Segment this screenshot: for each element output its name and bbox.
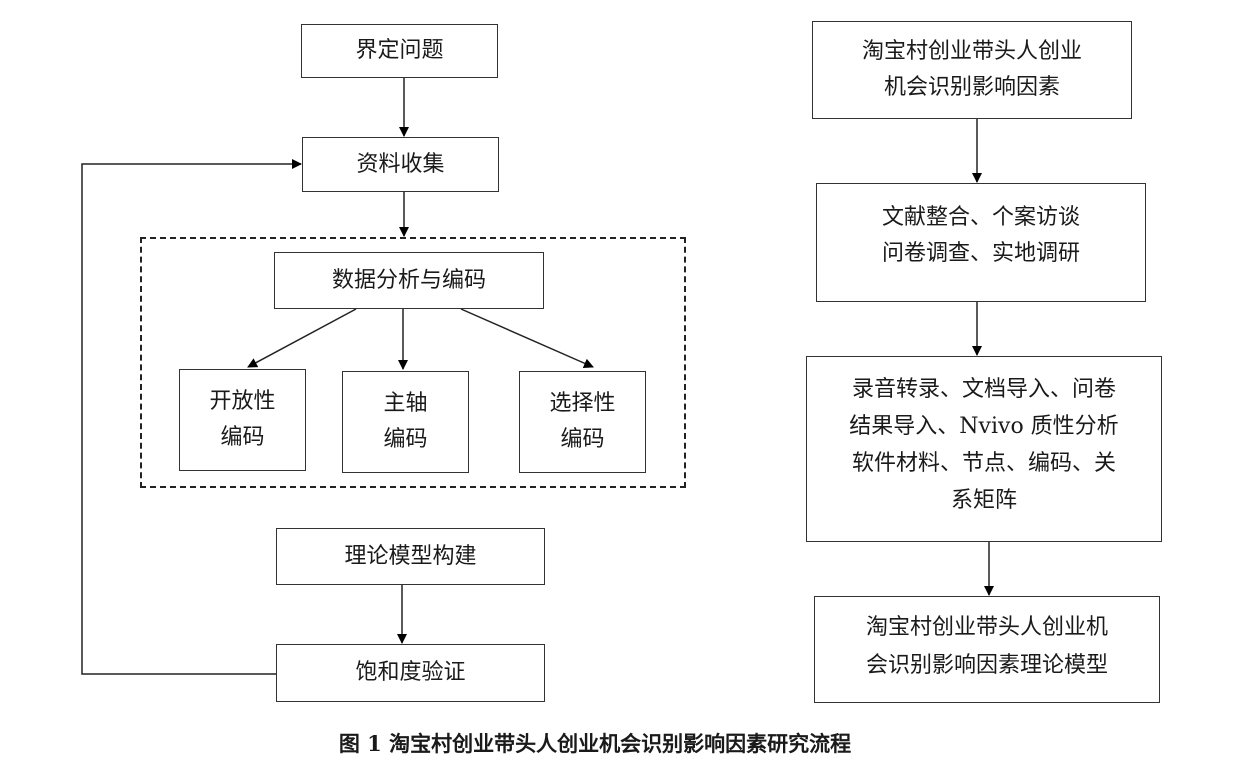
selective-coding-box: 选择性 编码	[519, 371, 646, 473]
research-methods-box: 文献整合、个案访谈 问卷调查、实地调研	[816, 183, 1146, 302]
axial-coding-box: 主轴 编码	[342, 371, 469, 473]
model-building-label: 理论模型构建	[344, 543, 477, 569]
analysis-group-container	[140, 237, 686, 488]
axial-coding-label-line2: 编码	[383, 427, 428, 452]
research-topic-line1: 淘宝村创业带头人创业	[861, 39, 1082, 64]
research-topic-box: 淘宝村创业带头人创业 机会识别影响因素	[812, 21, 1132, 119]
analysis-coding-label: 数据分析与编码	[331, 267, 486, 293]
open-coding-label-line2: 编码	[220, 425, 265, 450]
theoretical-model-box: 淘宝村创业带头人创业机 会识别影响因素理论模型	[814, 596, 1160, 703]
selective-coding-label-line1: 选择性	[549, 391, 616, 416]
research-methods-line1: 文献整合、个案访谈	[881, 205, 1080, 230]
define-problem-label: 界定问题	[355, 38, 444, 63]
theoretical-model-line2: 会识别影响因素理论模型	[865, 653, 1108, 678]
saturation-test-box: 饱和度验证	[276, 644, 545, 702]
axial-coding-label-line1: 主轴	[383, 391, 428, 416]
analysis-coding-box: 数据分析与编码	[274, 252, 544, 309]
data-processing-line1: 录音转录、文档导入、问卷	[851, 377, 1116, 402]
arrow-analysis-to-open	[247, 308, 357, 368]
define-problem-box: 界定问题	[301, 24, 498, 78]
research-topic-line2: 机会识别影响因素	[883, 75, 1060, 100]
data-collection-box: 资料收集	[302, 137, 499, 192]
theoretical-model-line1: 淘宝村创业带头人创业机	[865, 615, 1108, 640]
saturation-test-label: 饱和度验证	[355, 660, 466, 685]
arrow-analysis-to-selective	[460, 308, 594, 368]
data-collection-label: 资料收集	[356, 151, 445, 177]
research-methods-line2: 问卷调查、实地调研	[881, 241, 1080, 266]
open-coding-label-line1: 开放性	[209, 389, 276, 414]
model-building-box: 理论模型构建	[276, 528, 545, 585]
data-processing-line2: 结果导入、Nvivo 质性分析	[849, 414, 1119, 439]
open-coding-box: 开放性 编码	[179, 369, 306, 471]
selective-coding-label-line2: 编码	[560, 427, 605, 452]
figure-caption: 图 1 淘宝村创业带头人创业机会识别影响因素研究流程	[338, 731, 852, 756]
data-processing-box: 录音转录、文档导入、问卷 结果导入、Nvivo 质性分析 软件材料、节点、编码、…	[806, 356, 1162, 542]
feedback-loop-arrow	[81, 159, 302, 675]
data-processing-line3: 软件材料、节点、编码、关	[851, 451, 1116, 476]
data-processing-line4: 系矩阵	[950, 488, 1017, 513]
